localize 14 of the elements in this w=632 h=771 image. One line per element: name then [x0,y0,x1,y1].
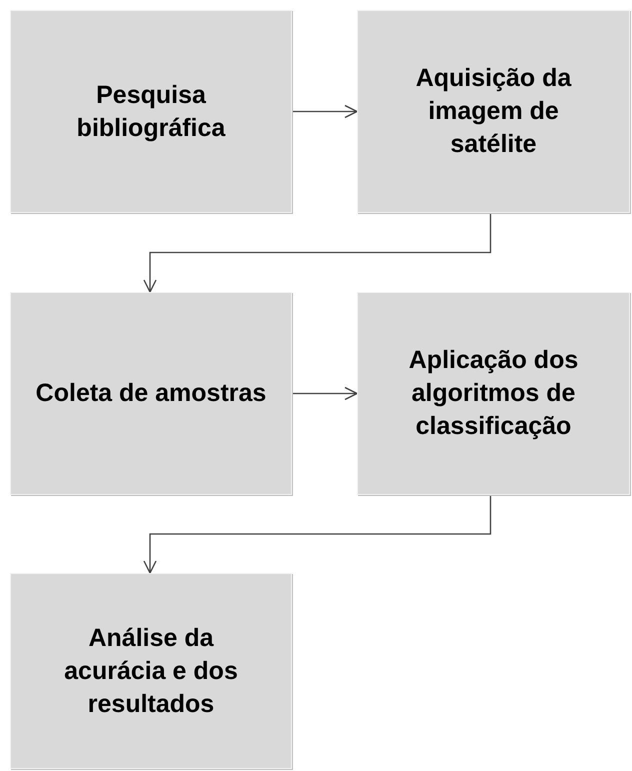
arrow [292,104,358,118]
process-box [357,292,630,495]
arrow [143,495,492,574]
step-label: Coleta de amostras [36,378,266,409]
process-box [10,10,292,213]
process-box [10,292,292,495]
step-label: Análise da acurácia e dos resultados [63,622,239,720]
process-box [10,573,292,769]
arrow [143,213,492,293]
step-label: Pesquisa bibliográfica [76,80,226,144]
step-label: Aquisição da imagem de satélite [414,63,572,160]
arrow [292,386,358,400]
process-box [357,10,630,213]
step-label: Aplicação dos algoritmos de classificação [408,345,580,442]
